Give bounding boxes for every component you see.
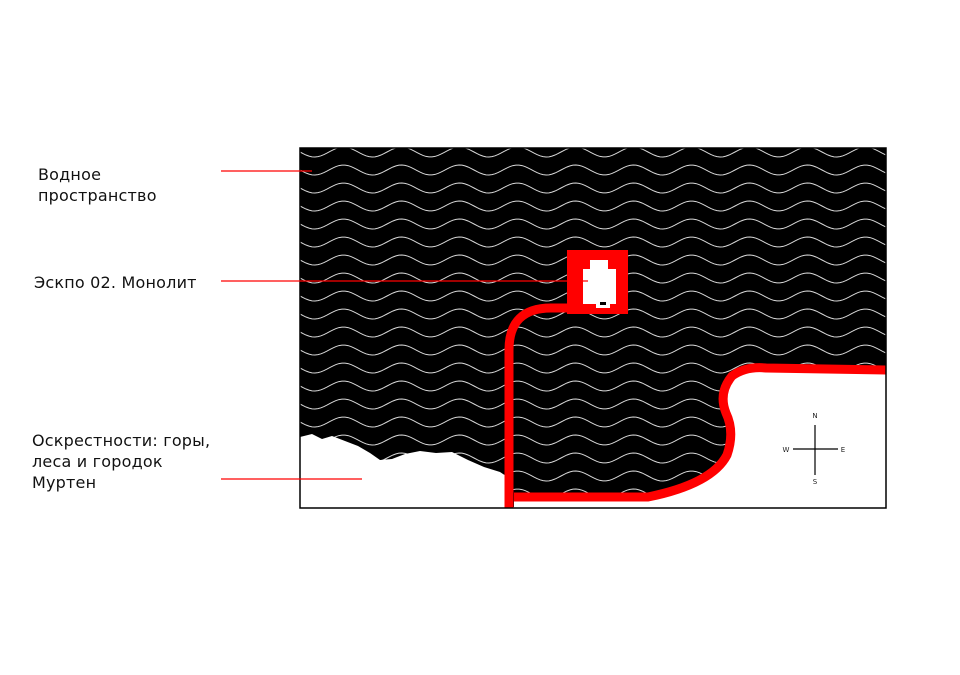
wave-line: [300, 200, 886, 212]
wave-line: [300, 308, 886, 320]
wave-line: [300, 148, 886, 158]
compass-south: S: [813, 478, 818, 486]
walkway-shoreline: [514, 363, 886, 502]
right-shore-land: [514, 367, 886, 508]
wave-line: [300, 182, 886, 194]
compass-rose-icon: N E S W: [783, 412, 846, 486]
wave-line: [300, 236, 886, 248]
monolith-building-icon: [583, 260, 616, 308]
compass-north: N: [812, 412, 817, 420]
compass-west: W: [783, 446, 790, 454]
walkway-path: [504, 303, 576, 508]
wave-line: [300, 218, 886, 230]
map-frame: [299, 147, 887, 509]
label-surroundings: Оскрестности: горы, леса и городок Мурте…: [32, 431, 211, 492]
compass-east: E: [841, 446, 845, 454]
wave-line: [300, 344, 886, 356]
map-area: [300, 148, 886, 508]
label-water-space: Водное пространство: [38, 165, 157, 205]
left-shore-land: [300, 434, 509, 508]
label-expo-monolith: Эскпо 02. Монолит: [34, 273, 197, 292]
wave-line: [300, 326, 886, 338]
wave-line: [300, 164, 886, 176]
